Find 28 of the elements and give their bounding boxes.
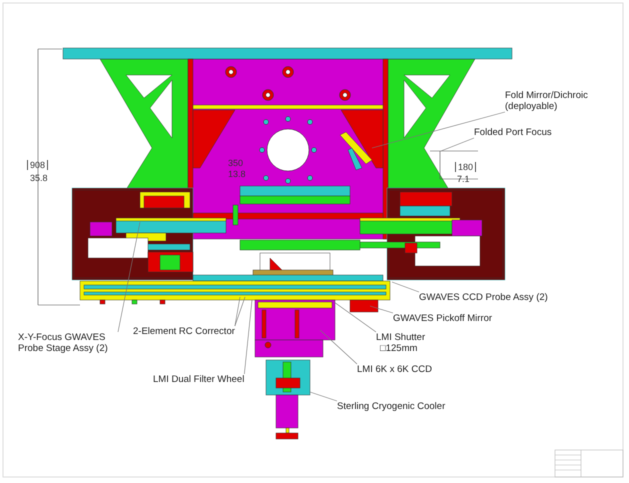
callout-label: Fold Mirror/Dichroic (deployable)	[505, 90, 589, 112]
dimension-value: 350	[228, 158, 244, 168]
leader-line	[392, 282, 420, 292]
callout-label: X-Y-Focus GWAVES Probe Stage Assy (2)	[18, 332, 109, 354]
dimension-value: 180	[455, 162, 476, 172]
leader-line	[372, 112, 506, 148]
leader-line	[440, 138, 474, 152]
dimension-value: 7.1	[457, 174, 470, 184]
callout-label: LMI Dual Filter Wheel	[153, 374, 244, 385]
leader-line	[310, 392, 338, 402]
dimension-value: 35.8	[30, 173, 48, 183]
callout-label: GWAVES Pickoff Mirror	[393, 313, 492, 324]
leader-line	[334, 302, 376, 332]
callout-label: LMI Shutter	[376, 332, 426, 343]
leader-line	[244, 300, 252, 374]
leader-line	[234, 296, 240, 326]
dimension-value: 13.8	[228, 169, 246, 179]
leader-line	[320, 330, 358, 364]
callout-label: □125mm	[379, 343, 418, 354]
callout-label: GWAVES CCD Probe Assy (2)	[419, 292, 548, 303]
callout-label: 2-Element RC Corrector	[133, 326, 235, 337]
dimension-value: 908	[27, 160, 48, 170]
callout-label: LMI 6K x 6K CCD	[357, 364, 432, 375]
callout-label: Sterling Cryogenic Cooler	[337, 401, 446, 412]
leader-line	[118, 222, 140, 332]
leader-line	[234, 296, 246, 326]
leader-line	[370, 306, 394, 314]
callout-label: Folded Port Focus	[474, 127, 552, 138]
